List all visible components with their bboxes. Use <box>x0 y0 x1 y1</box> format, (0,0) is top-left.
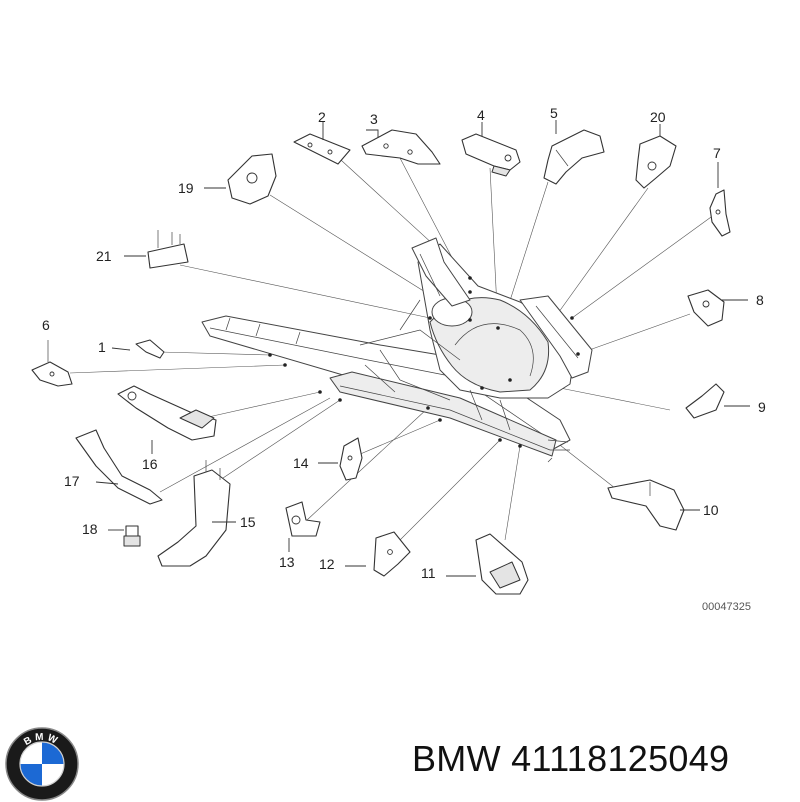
bmw-logo: BMW <box>5 727 79 801</box>
callout-3: 3 <box>370 111 378 127</box>
callout-21: 21 <box>96 248 112 264</box>
part-4 <box>461 122 521 177</box>
part-20 <box>635 124 677 189</box>
front-frame-assembly <box>201 237 593 463</box>
callout-14: 14 <box>293 455 309 471</box>
part-7 <box>709 162 731 237</box>
part-10 <box>607 479 700 531</box>
callout-10: 10 <box>703 502 719 518</box>
callout-9: 9 <box>758 399 766 415</box>
part-number-title: BMW 41118125049 <box>412 738 730 779</box>
callout-16: 16 <box>142 456 158 472</box>
part-12 <box>345 531 411 577</box>
part-11 <box>446 533 529 595</box>
part-9 <box>685 383 750 419</box>
part-13 <box>285 501 321 552</box>
leader-lines <box>69 149 719 546</box>
part-3 <box>361 129 441 165</box>
callout-2: 2 <box>318 109 326 125</box>
part-19 <box>204 153 277 205</box>
callout-4: 4 <box>477 107 485 123</box>
part-15 <box>157 460 236 567</box>
callout-20: 20 <box>650 109 666 125</box>
callout-6: 6 <box>42 317 50 333</box>
part-1 <box>111 339 165 359</box>
callout-8: 8 <box>756 292 764 308</box>
callout-19: 19 <box>178 180 194 196</box>
callout-7: 7 <box>713 145 721 161</box>
callout-1: 1 <box>98 339 106 355</box>
logo-lettering: BMW <box>22 732 58 748</box>
part-14 <box>318 437 363 481</box>
part-8 <box>687 289 748 327</box>
callout-labels: 1 2 3 4 5 6 7 8 9 10 11 12 13 14 15 16 1… <box>42 105 766 581</box>
callout-5: 5 <box>550 105 558 121</box>
part-18 <box>108 525 141 547</box>
diagram-reference-number: 00047325 <box>702 601 751 613</box>
callout-12: 12 <box>319 556 335 572</box>
part-2 <box>293 122 351 165</box>
callout-18: 18 <box>82 521 98 537</box>
part-17 <box>75 429 163 505</box>
part-21 <box>124 230 189 269</box>
callout-15: 15 <box>240 514 256 530</box>
callout-13: 13 <box>279 554 295 570</box>
callout-17: 17 <box>64 473 80 489</box>
callout-11: 11 <box>421 565 436 581</box>
part-6 <box>31 340 73 387</box>
part-5 <box>543 120 605 185</box>
svg-text:BMW: BMW <box>22 732 61 748</box>
part-16 <box>117 385 217 454</box>
